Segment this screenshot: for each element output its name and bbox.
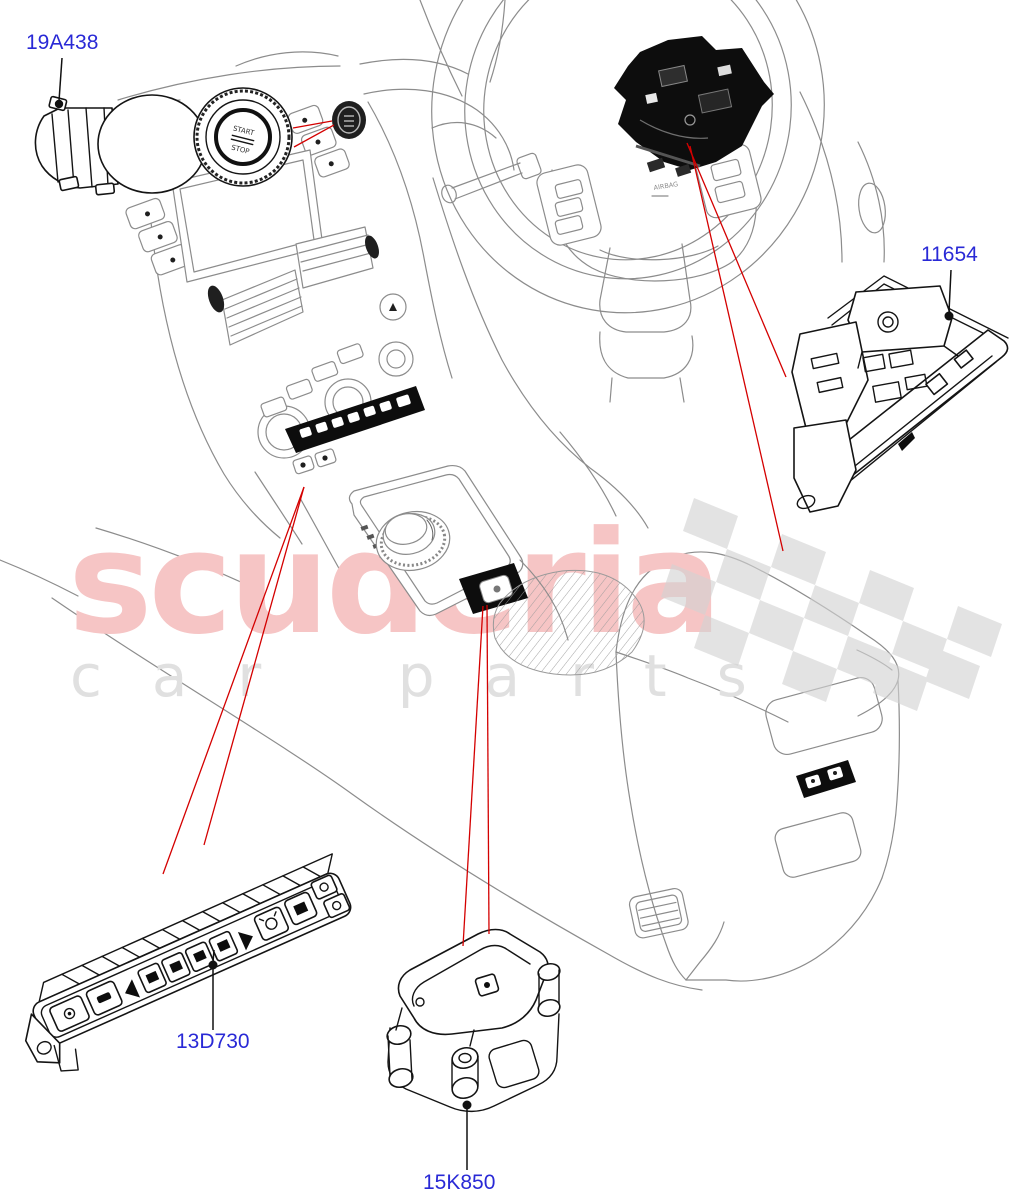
rotary-shifter [375, 511, 451, 571]
console-pad-hatched [492, 569, 645, 676]
watermark-tagline: car parts [70, 642, 797, 710]
part-label-11654[interactable]: 11654 [921, 243, 978, 266]
part-drawing-19A438: START STOP [34, 87, 293, 196]
rear-heated-seat-switch [796, 760, 856, 798]
part-drawing-11654 [791, 275, 1009, 513]
dashboard-centre-stack [0, 51, 703, 991]
airbag-text: AIRBAG [653, 180, 679, 192]
part-leader-lines [54, 57, 954, 1170]
dash-start-button [332, 101, 366, 139]
part-label-13D730[interactable]: 13D730 [176, 1030, 250, 1053]
part-drawing-steering-module [614, 36, 774, 177]
part-drawing-13D730 [24, 853, 352, 1072]
centre-console [348, 464, 645, 676]
part-label-19A438[interactable]: 19A438 [26, 31, 99, 54]
rear-console-vent [628, 887, 689, 939]
part-drawing-15K850 [386, 928, 561, 1113]
part-label-15K850[interactable]: 15K850 [423, 1171, 496, 1194]
dash-switch-strip [285, 386, 425, 475]
red-locator-lines [162, 120, 787, 947]
